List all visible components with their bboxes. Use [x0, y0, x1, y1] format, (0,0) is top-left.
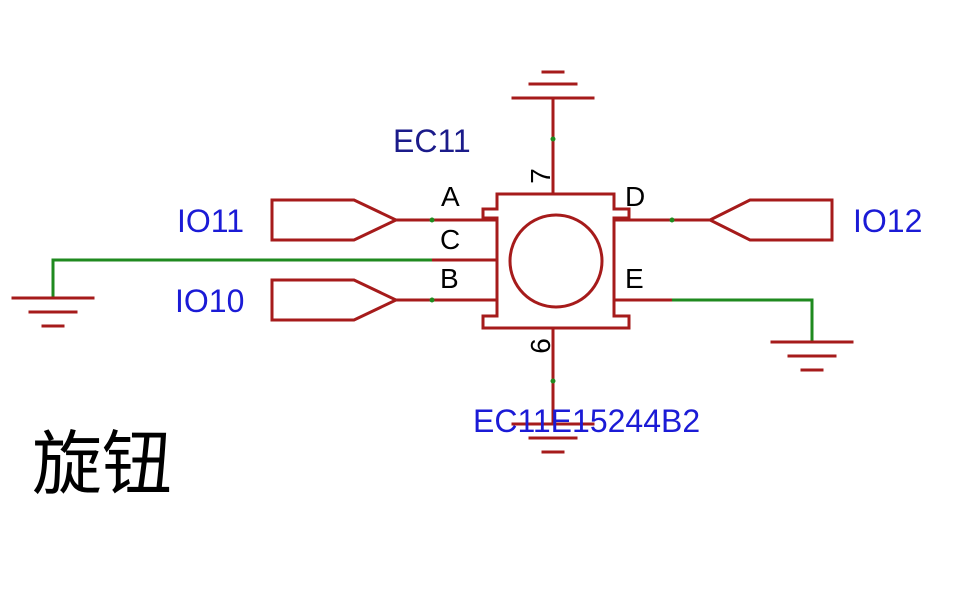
junction-dot	[429, 297, 435, 303]
net-label-io12: IO12	[853, 203, 922, 239]
pin-label-e: E	[625, 263, 644, 294]
ground-symbol-right	[770, 340, 854, 372]
junction-dot	[429, 217, 435, 223]
ground-symbol-top	[511, 70, 595, 100]
pin-label-a: A	[441, 181, 460, 212]
ground-symbol-bottom	[511, 422, 595, 454]
pin-label-6: 6	[525, 338, 556, 354]
pin-label-c: C	[440, 224, 460, 255]
ground-wire-left	[51, 258, 432, 298]
ground-symbol-left	[11, 296, 95, 328]
pin-label-d: D	[625, 181, 645, 212]
component-designator: EC11	[393, 123, 471, 159]
net-flag-io11	[270, 198, 400, 242]
pin-label-b: B	[440, 263, 459, 294]
net-label-io11: IO11	[177, 203, 244, 239]
ground-wire-right	[672, 298, 814, 342]
junction-dot	[550, 136, 556, 142]
encoder-knob-circle	[508, 213, 604, 309]
component-part-number: EC11E15244B2	[473, 403, 700, 439]
diagram-title: 旋钮	[32, 423, 172, 505]
pin-label-7: 7	[525, 168, 556, 184]
net-label-io10: IO10	[175, 283, 244, 319]
junction-dot	[550, 378, 556, 384]
net-flag-io10	[270, 278, 400, 322]
junction-dot	[669, 217, 675, 223]
net-flag-io12	[706, 198, 834, 242]
encoder-body	[481, 192, 631, 330]
